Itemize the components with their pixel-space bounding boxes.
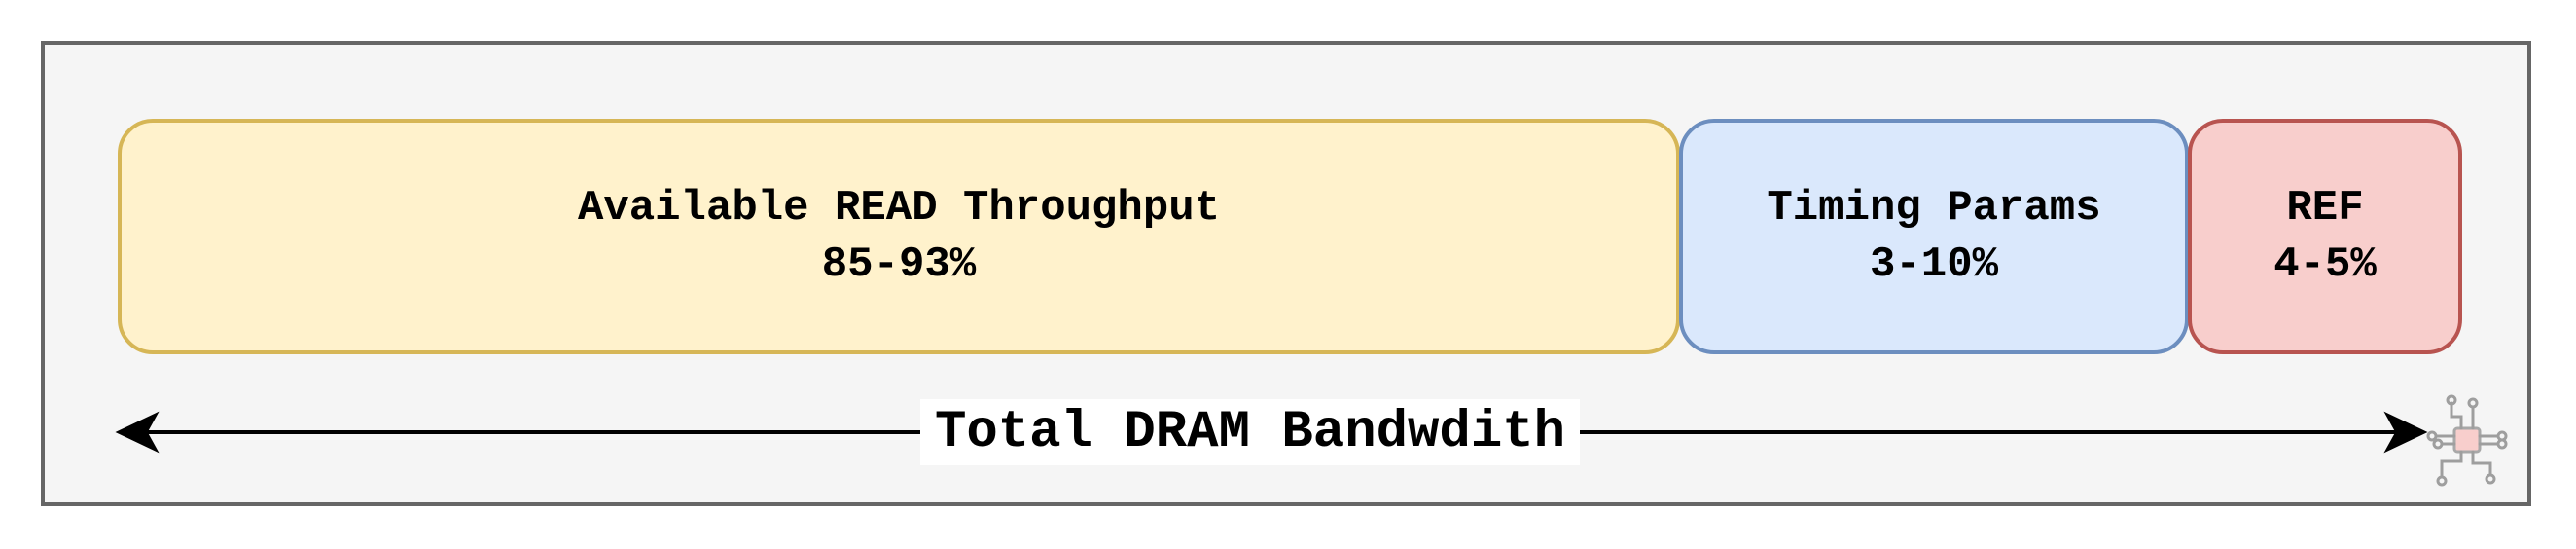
segment-value: 85-93%: [821, 240, 977, 289]
segment-label: Timing Params: [1767, 184, 2101, 233]
arrowhead-right-icon: [2383, 411, 2428, 454]
segment-ref: REF 4-5%: [2188, 119, 2462, 354]
bandwidth-label: Total DRAM Bandwdith: [920, 399, 1580, 465]
segment-available-read-throughput: Available READ Throughput 85-93%: [118, 119, 1680, 354]
segment-label: Available READ Throughput: [577, 184, 1221, 233]
segment-value: 3-10%: [1869, 240, 1999, 289]
segment-timing-params: Timing Params 3-10%: [1679, 119, 2189, 354]
segment-value: 4-5%: [2273, 240, 2377, 289]
circuit-chip-icon: [2426, 394, 2508, 487]
arrowhead-left-icon: [115, 411, 160, 454]
segment-label: REF: [2286, 184, 2364, 233]
